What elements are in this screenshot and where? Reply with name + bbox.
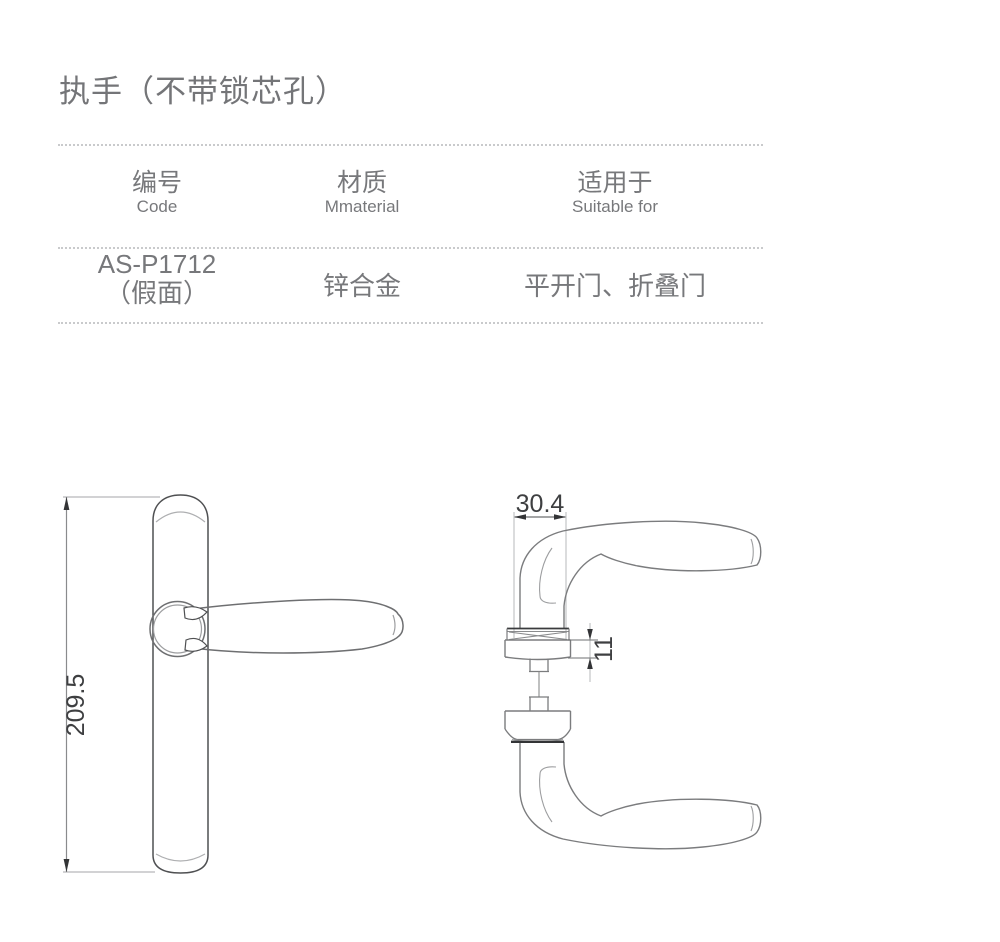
table-row-suitable-cell: 平开门、折叠门 bbox=[523, 271, 707, 301]
rose-dim-arrow-up bbox=[587, 658, 593, 669]
dimension-arrow-right bbox=[554, 514, 566, 520]
rose-bottom-body bbox=[504, 710, 572, 729]
rose-outer-circle bbox=[149, 600, 206, 658]
table-divider-middle bbox=[58, 247, 763, 249]
plate-inner-arc-top bbox=[155, 511, 206, 523]
neck-wedge-bottom bbox=[184, 637, 208, 652]
column-header-code-zh: 编号 bbox=[131, 169, 183, 197]
table-divider-bottom bbox=[58, 322, 763, 324]
column-header-material-en: Mmaterial bbox=[324, 197, 400, 216]
dimension-arrow-down bbox=[63, 859, 70, 872]
rose-top-bottom-arc bbox=[504, 656, 571, 661]
table-row-material-cell: 锌合金 bbox=[322, 271, 402, 301]
rose-dim-arrow-down bbox=[587, 629, 593, 640]
dimension-arrow-up bbox=[63, 497, 70, 510]
column-header-code-en: Code bbox=[136, 197, 178, 216]
spindle-upper-block bbox=[529, 658, 549, 673]
plate-outline bbox=[152, 494, 209, 874]
rose-thickness-label: 11 bbox=[590, 636, 618, 662]
technical-drawings: 209.5 30.4 bbox=[40, 480, 960, 900]
width-dimension-label: 30.4 bbox=[516, 490, 565, 518]
handle-outline bbox=[519, 520, 762, 628]
column-header-material-zh: 材质 bbox=[336, 169, 388, 197]
page-title: 执手（不带锁芯孔） bbox=[59, 74, 347, 109]
spec-table: 编号 Code 材质 Mmaterial 适用于 Suitable for AS… bbox=[58, 144, 763, 324]
product-code: AS-P1712 bbox=[97, 249, 217, 279]
lever-outline bbox=[192, 598, 404, 654]
table-row-code-cell: AS-P1712 （假面） bbox=[98, 250, 217, 308]
spindle-lower-block bbox=[529, 696, 549, 711]
drawings-svg: 209.5 30.4 bbox=[62, 490, 762, 874]
handle-bottom-profile bbox=[519, 741, 762, 850]
lever-endcap-line bbox=[392, 614, 396, 636]
product-code-note: （假面） bbox=[104, 278, 209, 308]
collar-knurl-cross bbox=[508, 631, 568, 641]
table-divider-top bbox=[58, 144, 763, 146]
rose-top-body bbox=[504, 639, 572, 657]
rose-bottom-skirt bbox=[504, 728, 572, 741]
dimension-arrow-left bbox=[514, 514, 526, 520]
height-dimension-label: 209.5 bbox=[62, 674, 90, 737]
handle-top-profile bbox=[519, 520, 762, 628]
column-header-suitable-zh: 适用于 bbox=[577, 169, 653, 197]
neck-wedge-top bbox=[183, 606, 208, 621]
front-view-drawing: 209.5 bbox=[62, 494, 404, 874]
column-header-suitable-en: Suitable for bbox=[572, 197, 658, 216]
handle-endcap-line bbox=[750, 538, 754, 565]
handle-inner-contour bbox=[539, 547, 557, 604]
plate-inner-arc-bottom bbox=[155, 853, 206, 862]
rose-inner-circle bbox=[152, 604, 203, 654]
side-view-drawing: 30.4 bbox=[504, 490, 762, 850]
